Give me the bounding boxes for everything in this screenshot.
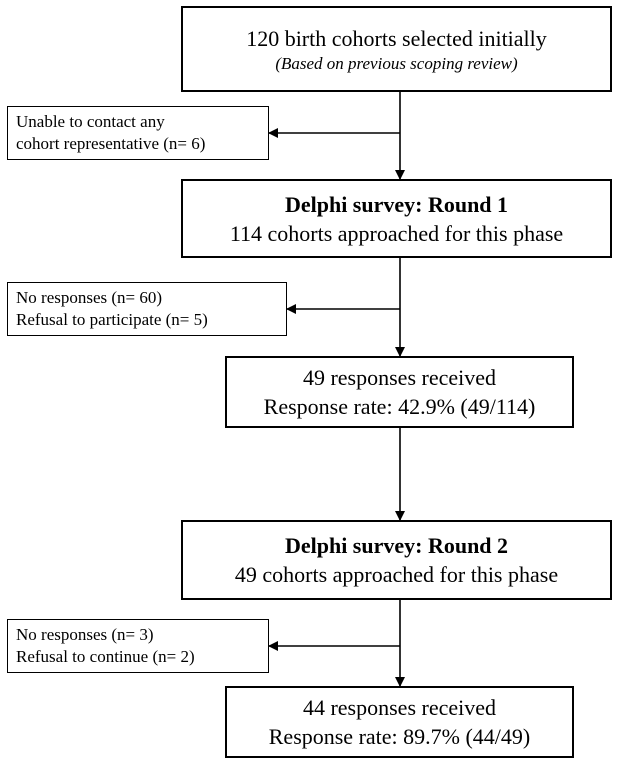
exclusion-1-line-1: Unable to contact any: [16, 112, 165, 131]
round2-approached: 49 cohorts approached for this phase: [234, 562, 559, 587]
initial-cohorts-note: (Based on previous scoping review): [275, 53, 518, 73]
exclusion-2-line-2: Refusal to participate (n= 5): [16, 310, 208, 329]
responses2-box: 44 responses received Response rate: 89.…: [225, 686, 574, 758]
responses1-box: 49 responses received Response rate: 42.…: [225, 356, 574, 428]
exclusion-3-line-1: No responses (n= 3): [16, 625, 154, 644]
initial-cohorts-text: 120 birth cohorts selected initially: [246, 25, 547, 51]
responses1-received: 49 responses received: [302, 365, 497, 390]
round1-title: Delphi survey: Round 1: [284, 191, 509, 217]
responses2-rate: Response rate: 89.7% (44/49): [268, 724, 531, 749]
exclusion-box-1: Unable to contact any cohort representat…: [7, 106, 269, 160]
exclusion-2-line-1: No responses (n= 60): [16, 288, 163, 307]
exclusion-1-line-2: cohort representative (n= 6): [16, 134, 206, 153]
responses1-rate: Response rate: 42.9% (49/114): [263, 394, 536, 419]
responses2-received: 44 responses received: [302, 695, 497, 720]
round2-title: Delphi survey: Round 2: [284, 533, 509, 558]
round2-box: Delphi survey: Round 2 49 cohorts approa…: [181, 520, 612, 600]
initial-cohorts-box: 120 birth cohorts selected initially (Ba…: [181, 6, 612, 92]
round1-approached: 114 cohorts approached for this phase: [229, 220, 564, 246]
exclusion-3-line-2: Refusal to continue (n= 2): [16, 647, 195, 666]
round1-box: Delphi survey: Round 1 114 cohorts appro…: [181, 179, 612, 258]
exclusion-box-2: No responses (n= 60) Refusal to particip…: [7, 282, 287, 336]
exclusion-box-3: No responses (n= 3) Refusal to continue …: [7, 619, 269, 673]
